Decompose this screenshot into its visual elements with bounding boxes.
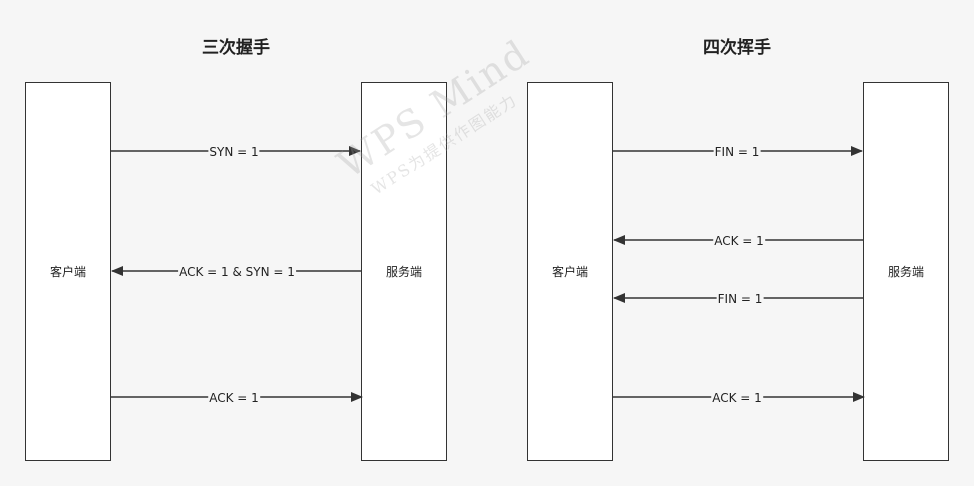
right-server-box: 服务端 [863,82,949,461]
left-client-label: 客户端 [49,265,86,279]
three-way-handshake-title: 三次握手 [202,38,270,58]
syn-label: SYN = 1 [208,145,260,159]
left-server-box: 服务端 [361,82,447,461]
right-client-label: 客户端 [551,265,588,279]
right-server-label: 服务端 [887,265,924,279]
fin-label-client: FIN = 1 [713,145,761,159]
right-client-box: 客户端 [527,82,613,461]
ack-label-left: ACK = 1 [208,391,260,405]
fin-label-server: FIN = 1 [716,292,764,306]
left-server-label: 服务端 [385,265,422,279]
four-way-handshake-title: 四次挥手 [703,38,771,58]
ack-syn-label: ACK = 1 & SYN = 1 [178,265,296,279]
ack-label-right: ACK = 1 [711,391,763,405]
left-client-box: 客户端 [25,82,111,461]
ack-label-server: ACK = 1 [713,234,765,248]
